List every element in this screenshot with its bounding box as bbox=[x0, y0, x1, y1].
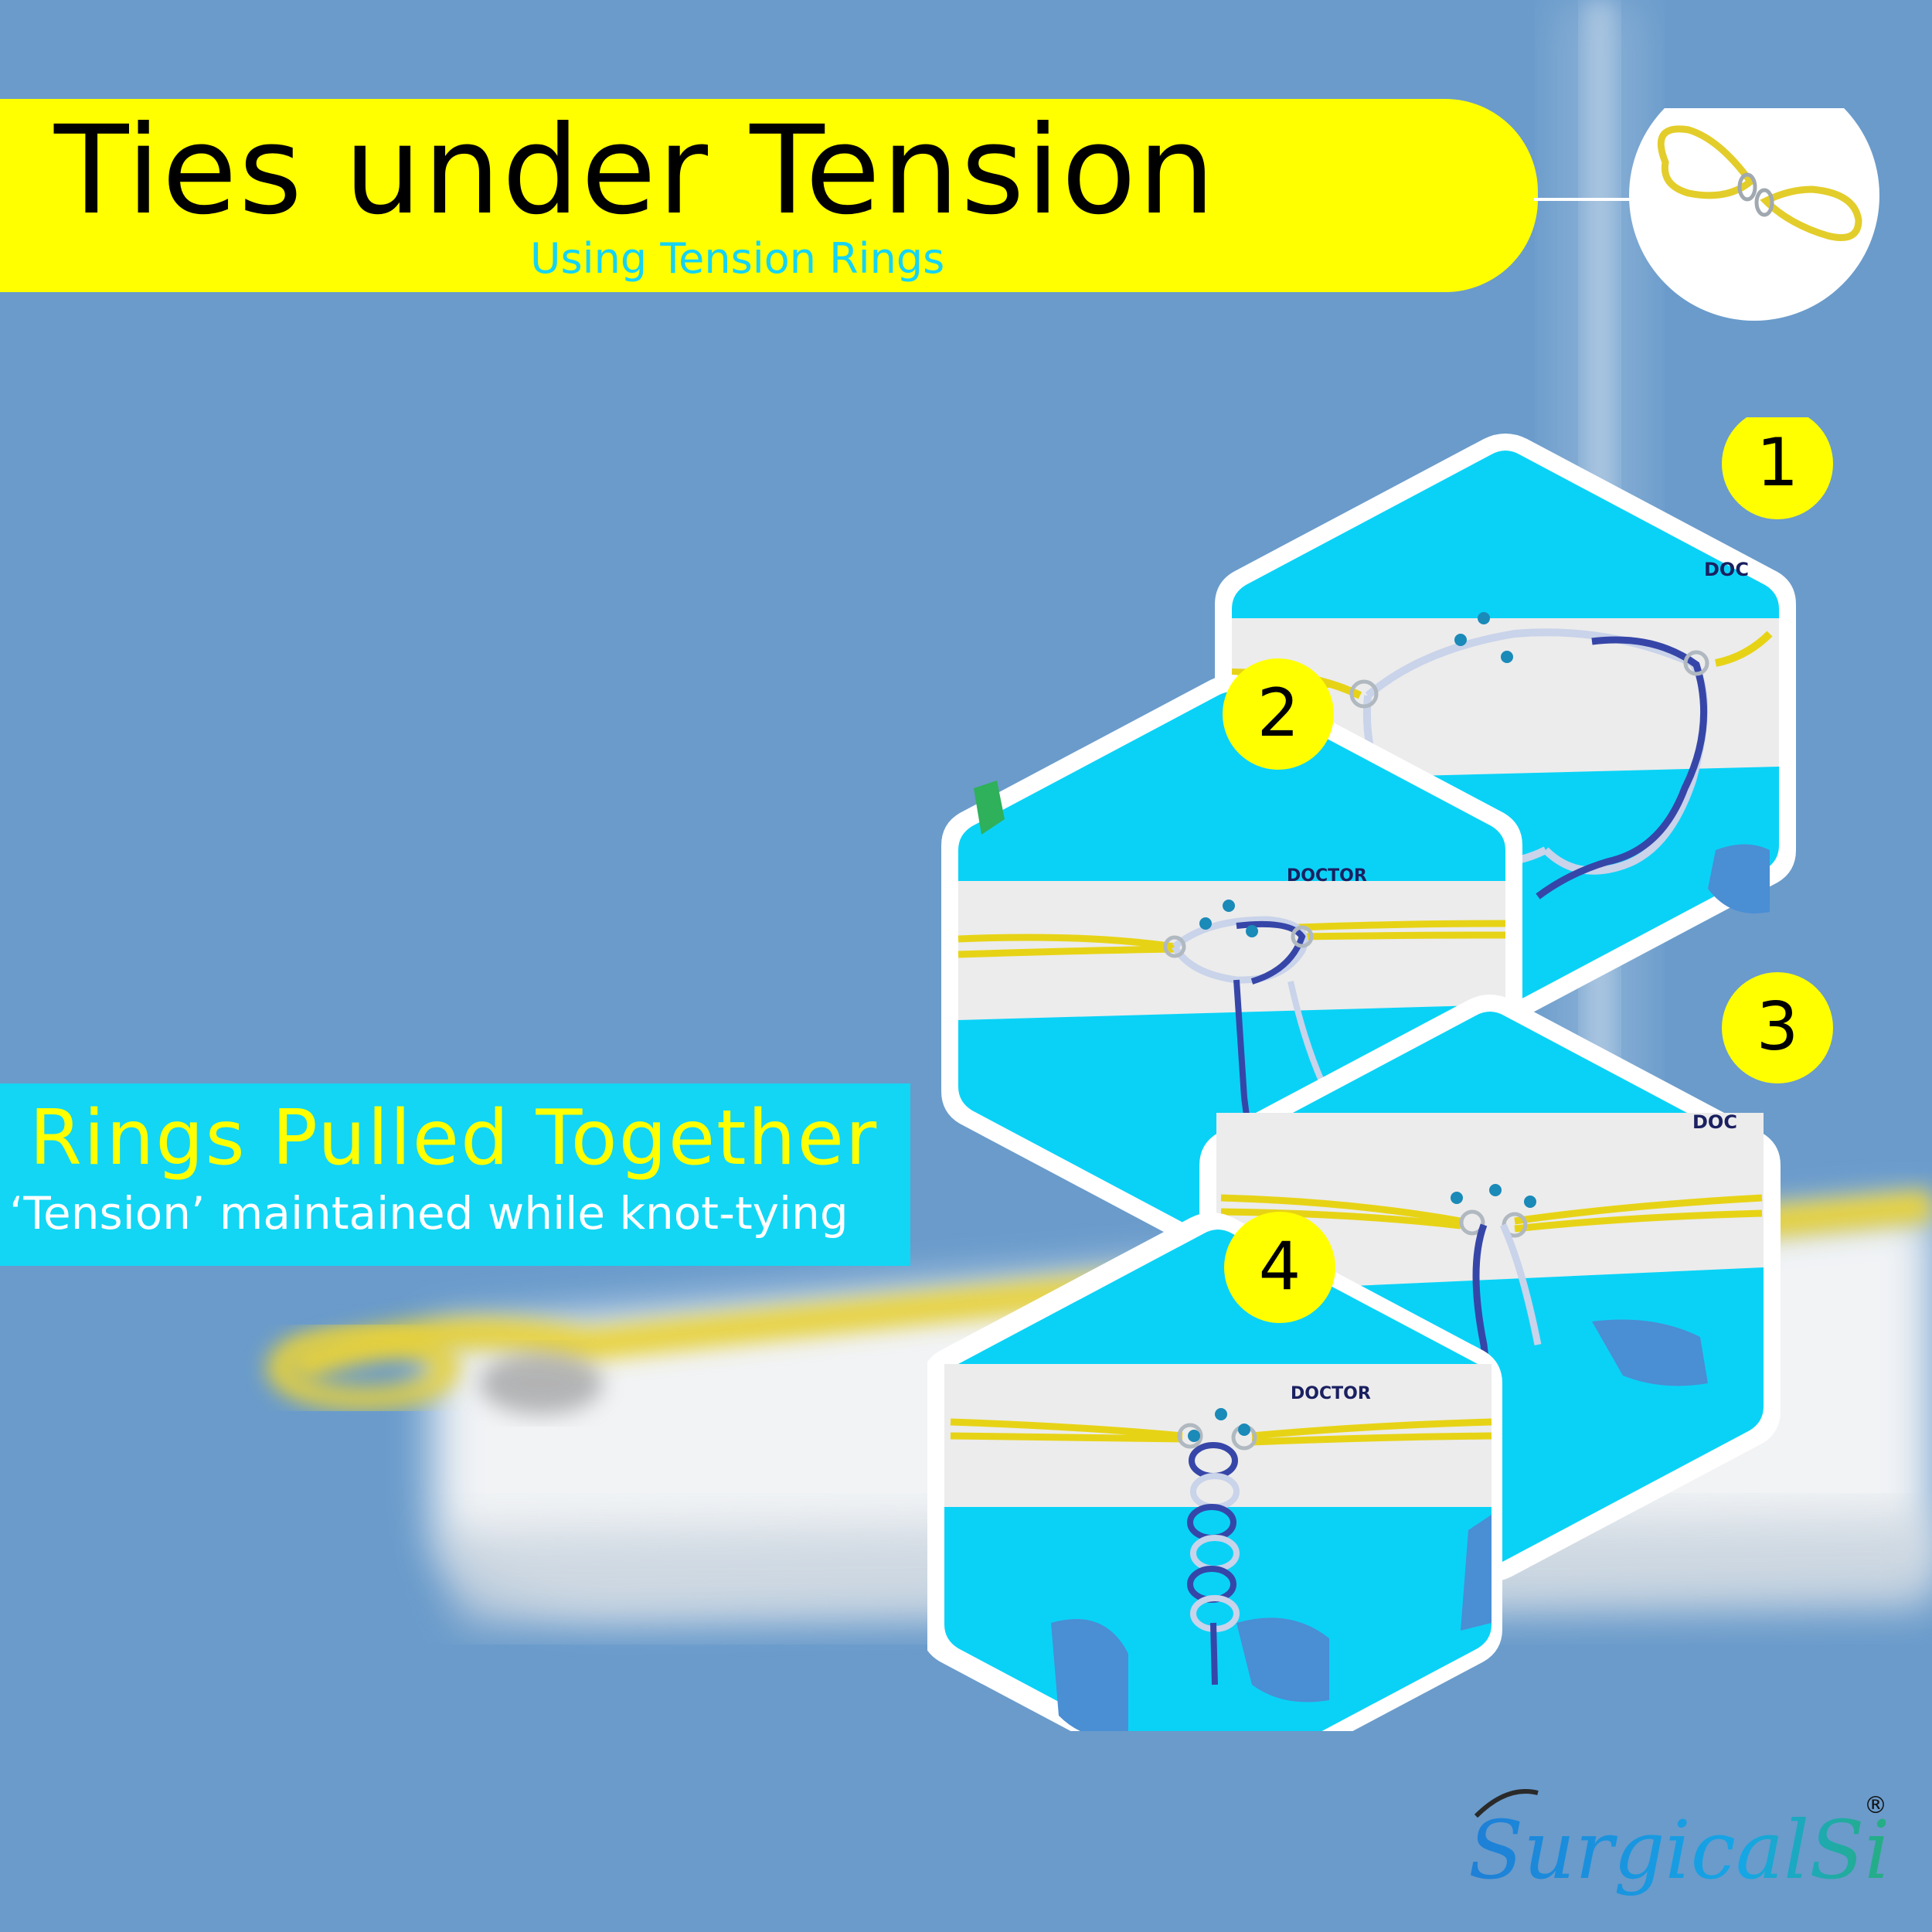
tension-ring-icon bbox=[1657, 125, 1862, 241]
step-1-badge: 1 bbox=[1722, 417, 1833, 519]
callout-subtitle: ‘Tension’ maintained while knot-tying bbox=[9, 1187, 849, 1240]
page-title: Ties under Tension bbox=[54, 100, 1217, 242]
step-3-number: 3 bbox=[1757, 988, 1799, 1066]
step-2-number: 2 bbox=[1257, 675, 1300, 752]
step-4-badge: 4 bbox=[1224, 1212, 1335, 1323]
callout-box bbox=[0, 1083, 910, 1266]
page-subtitle: Using Tension Rings bbox=[530, 234, 945, 283]
callout-title: Rings Pulled Together bbox=[29, 1094, 879, 1182]
step-2-badge: 2 bbox=[1223, 658, 1334, 770]
step-4-number: 4 bbox=[1259, 1228, 1301, 1305]
tension-ring-thumbnail bbox=[1534, 108, 1879, 321]
svg-text:DOC: DOC bbox=[1704, 559, 1749, 580]
svg-text:DOC: DOC bbox=[1692, 1111, 1737, 1133]
surgicalsim-logo: SurgicalSim ® bbox=[1468, 1789, 1886, 1897]
step-hexagons: DOC 1 DOCTOR 2 bbox=[927, 417, 1833, 1731]
step-1-number: 1 bbox=[1757, 424, 1799, 502]
step-3-badge: 3 bbox=[1722, 972, 1833, 1083]
svg-text:DOCTOR: DOCTOR bbox=[1287, 866, 1367, 886]
step-4-photo: DOCTOR bbox=[927, 1213, 1502, 1731]
svg-text:®: ® bbox=[1864, 1792, 1886, 1819]
title-banner bbox=[0, 99, 1538, 292]
svg-text:SurgicalSim: SurgicalSim bbox=[1468, 1803, 1886, 1897]
svg-text:DOCTOR: DOCTOR bbox=[1291, 1384, 1371, 1403]
